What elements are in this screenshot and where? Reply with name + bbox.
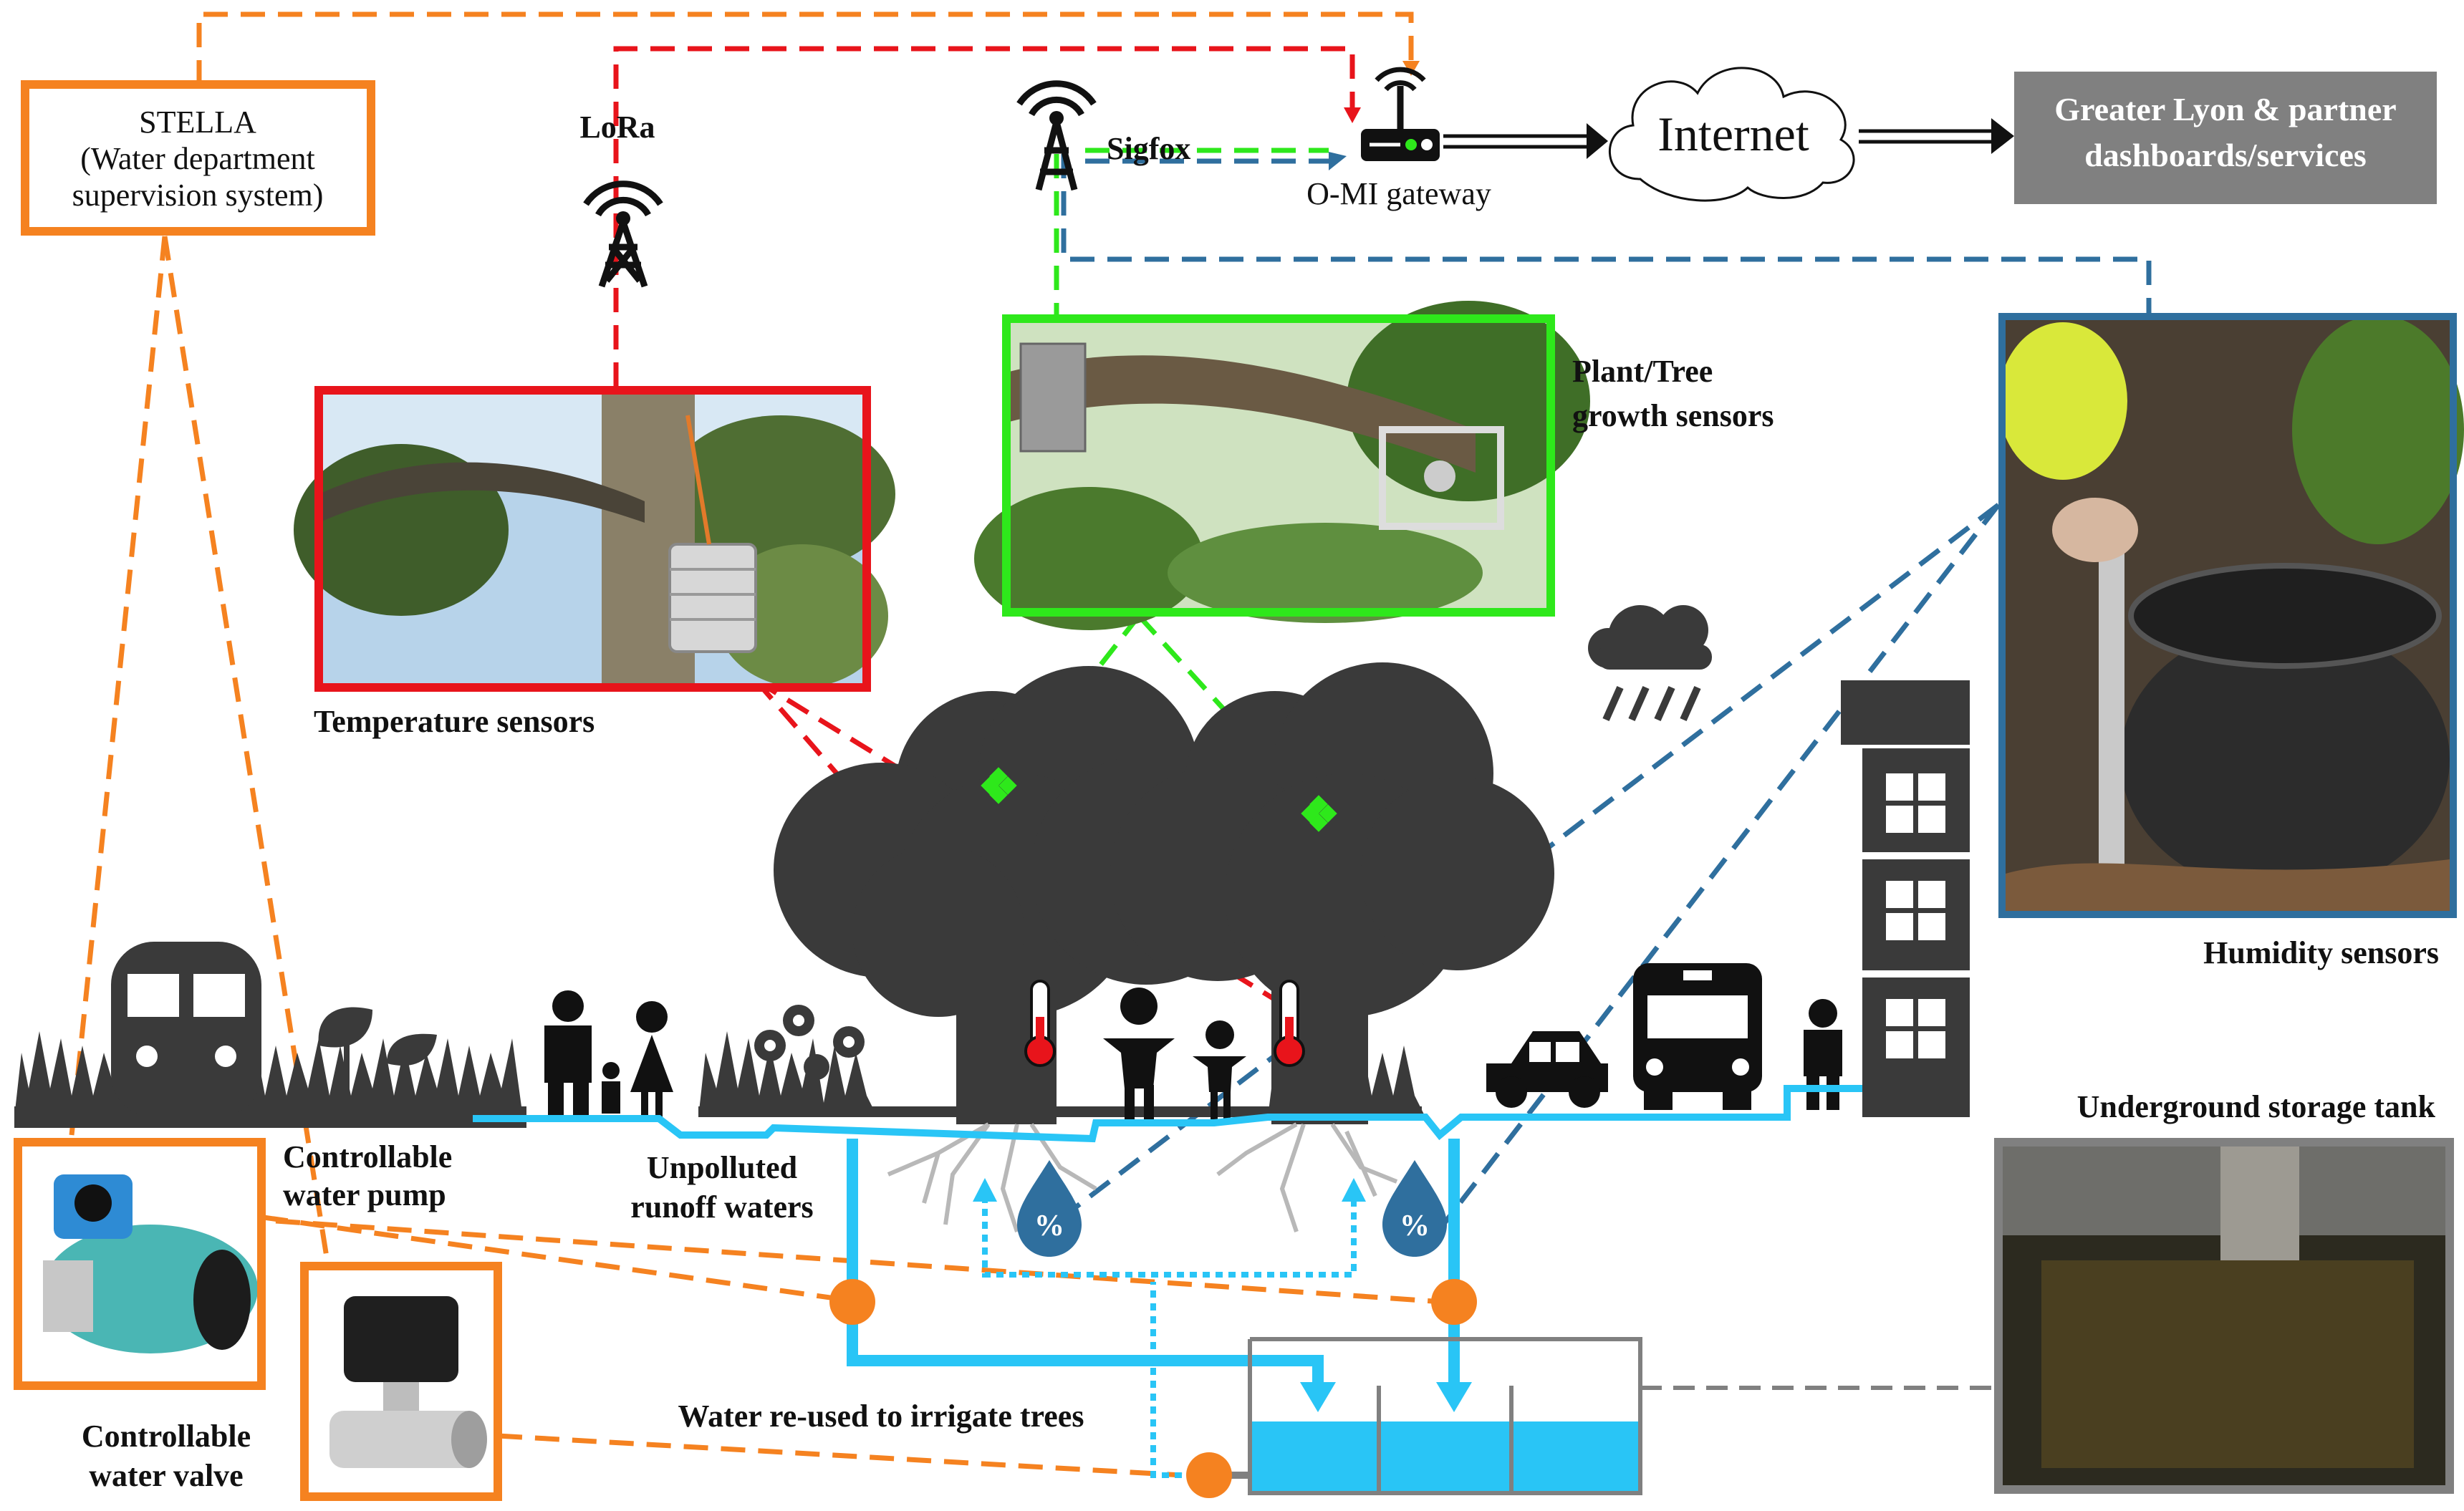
orange-arrowhead — [1402, 61, 1420, 76]
arrowhead — [1587, 123, 1608, 159]
leaves-icon — [318, 1007, 437, 1096]
temperature-sensors-label: Temperature sensors — [314, 704, 595, 739]
humidity-sensor-photo — [1998, 315, 2464, 914]
growth-sensor-photo — [974, 301, 1590, 630]
sigfox-antenna-dot — [1049, 111, 1064, 125]
car-icon — [1486, 1031, 1608, 1108]
dashboards-label-1: Greater Lyon & partner — [2054, 91, 2396, 127]
internet-cloud — [1609, 67, 1855, 202]
red-arrowhead — [1344, 107, 1361, 123]
control-node-icons — [829, 1279, 1477, 1498]
internet-to-dashboards-arrow — [1859, 129, 1995, 144]
growth-sensors-label-1: Plant/Tree — [1572, 354, 1713, 389]
stella-subtitle-1: (Water department — [80, 141, 315, 176]
children-icon — [1103, 988, 1246, 1124]
irrigation-arrowhead — [973, 1178, 997, 1202]
irrigation-arrowhead — [1342, 1178, 1366, 1202]
valve-photo — [304, 1266, 498, 1497]
growth-photo-frame — [1002, 314, 1555, 617]
pump-label-1: Controllable — [283, 1139, 452, 1174]
stella-title: STELLA — [139, 105, 256, 140]
growth-sensors-label-2: growth sensors — [1572, 398, 1774, 433]
humidity-symbol-left: % — [1034, 1210, 1064, 1242]
stella-box — [21, 80, 375, 236]
runoff-label-2: runoff waters — [630, 1189, 813, 1225]
pipe-arrowhead — [1300, 1382, 1336, 1412]
pump-photo-frame — [14, 1138, 266, 1390]
storage-photo-frame — [1994, 1138, 2454, 1494]
valve-label-1: Controllable — [82, 1419, 251, 1454]
sigfox-antenna-icon — [1016, 80, 1097, 191]
gateway-label: O-MI gateway — [1306, 176, 1491, 211]
dashboards-box — [2014, 72, 2437, 204]
temperature-photo-frame — [314, 386, 871, 692]
runoff-surface-line — [473, 1085, 1862, 1143]
pump-photo — [18, 1142, 261, 1386]
reuse-label: Water re-used to irrigate trees — [678, 1399, 1084, 1434]
thermometer-icon — [1024, 980, 1305, 1067]
humidity-symbol-right: % — [1400, 1210, 1430, 1242]
pipe-arrowhead — [1436, 1382, 1472, 1412]
storage-tank-photo — [1998, 1142, 2450, 1490]
stella-subtitle-2: supervision system) — [72, 178, 324, 213]
pump-label-2: water pump — [283, 1177, 446, 1212]
temperature-sensor-photo — [294, 390, 895, 687]
train-icon — [111, 942, 261, 1117]
valve-label-2: water valve — [89, 1458, 243, 1493]
tree-roots — [887, 1122, 1398, 1232]
bus-icon — [1633, 963, 1762, 1110]
storage-tank-label: Underground storage tank — [2077, 1089, 2436, 1124]
irrigation-pipe — [982, 1196, 1357, 1478]
humidity-sensors-label: Humidity sensors — [2203, 935, 2439, 970]
pedestrian-icon — [1804, 999, 1842, 1110]
arrowhead — [1991, 118, 2014, 154]
lora-label: LoRa — [579, 110, 655, 145]
flowers-icon — [754, 1005, 865, 1080]
valve-photo-frame — [300, 1262, 502, 1501]
family-icon — [544, 990, 673, 1121]
lora-antenna-icon — [583, 180, 663, 288]
runoff-label-1: Unpolluted — [647, 1150, 797, 1185]
building-icon — [1841, 680, 1970, 1117]
router-icon — [1361, 67, 1440, 161]
internet-label: Internet — [1657, 107, 1809, 161]
blue-arrowhead — [1329, 152, 1347, 170]
humidity-photo-frame — [1998, 313, 2457, 918]
sigfox-label: Sigfox — [1107, 131, 1190, 166]
gateway-to-internet-arrow — [1443, 134, 1590, 149]
rain-cloud-icon — [1588, 605, 1712, 722]
water-drop-icon — [1017, 1160, 1447, 1257]
left-collection-pipe — [847, 1139, 1324, 1386]
lora-antenna-dot — [616, 211, 630, 226]
dashboards-label-2: dashboards/services — [2084, 137, 2367, 173]
